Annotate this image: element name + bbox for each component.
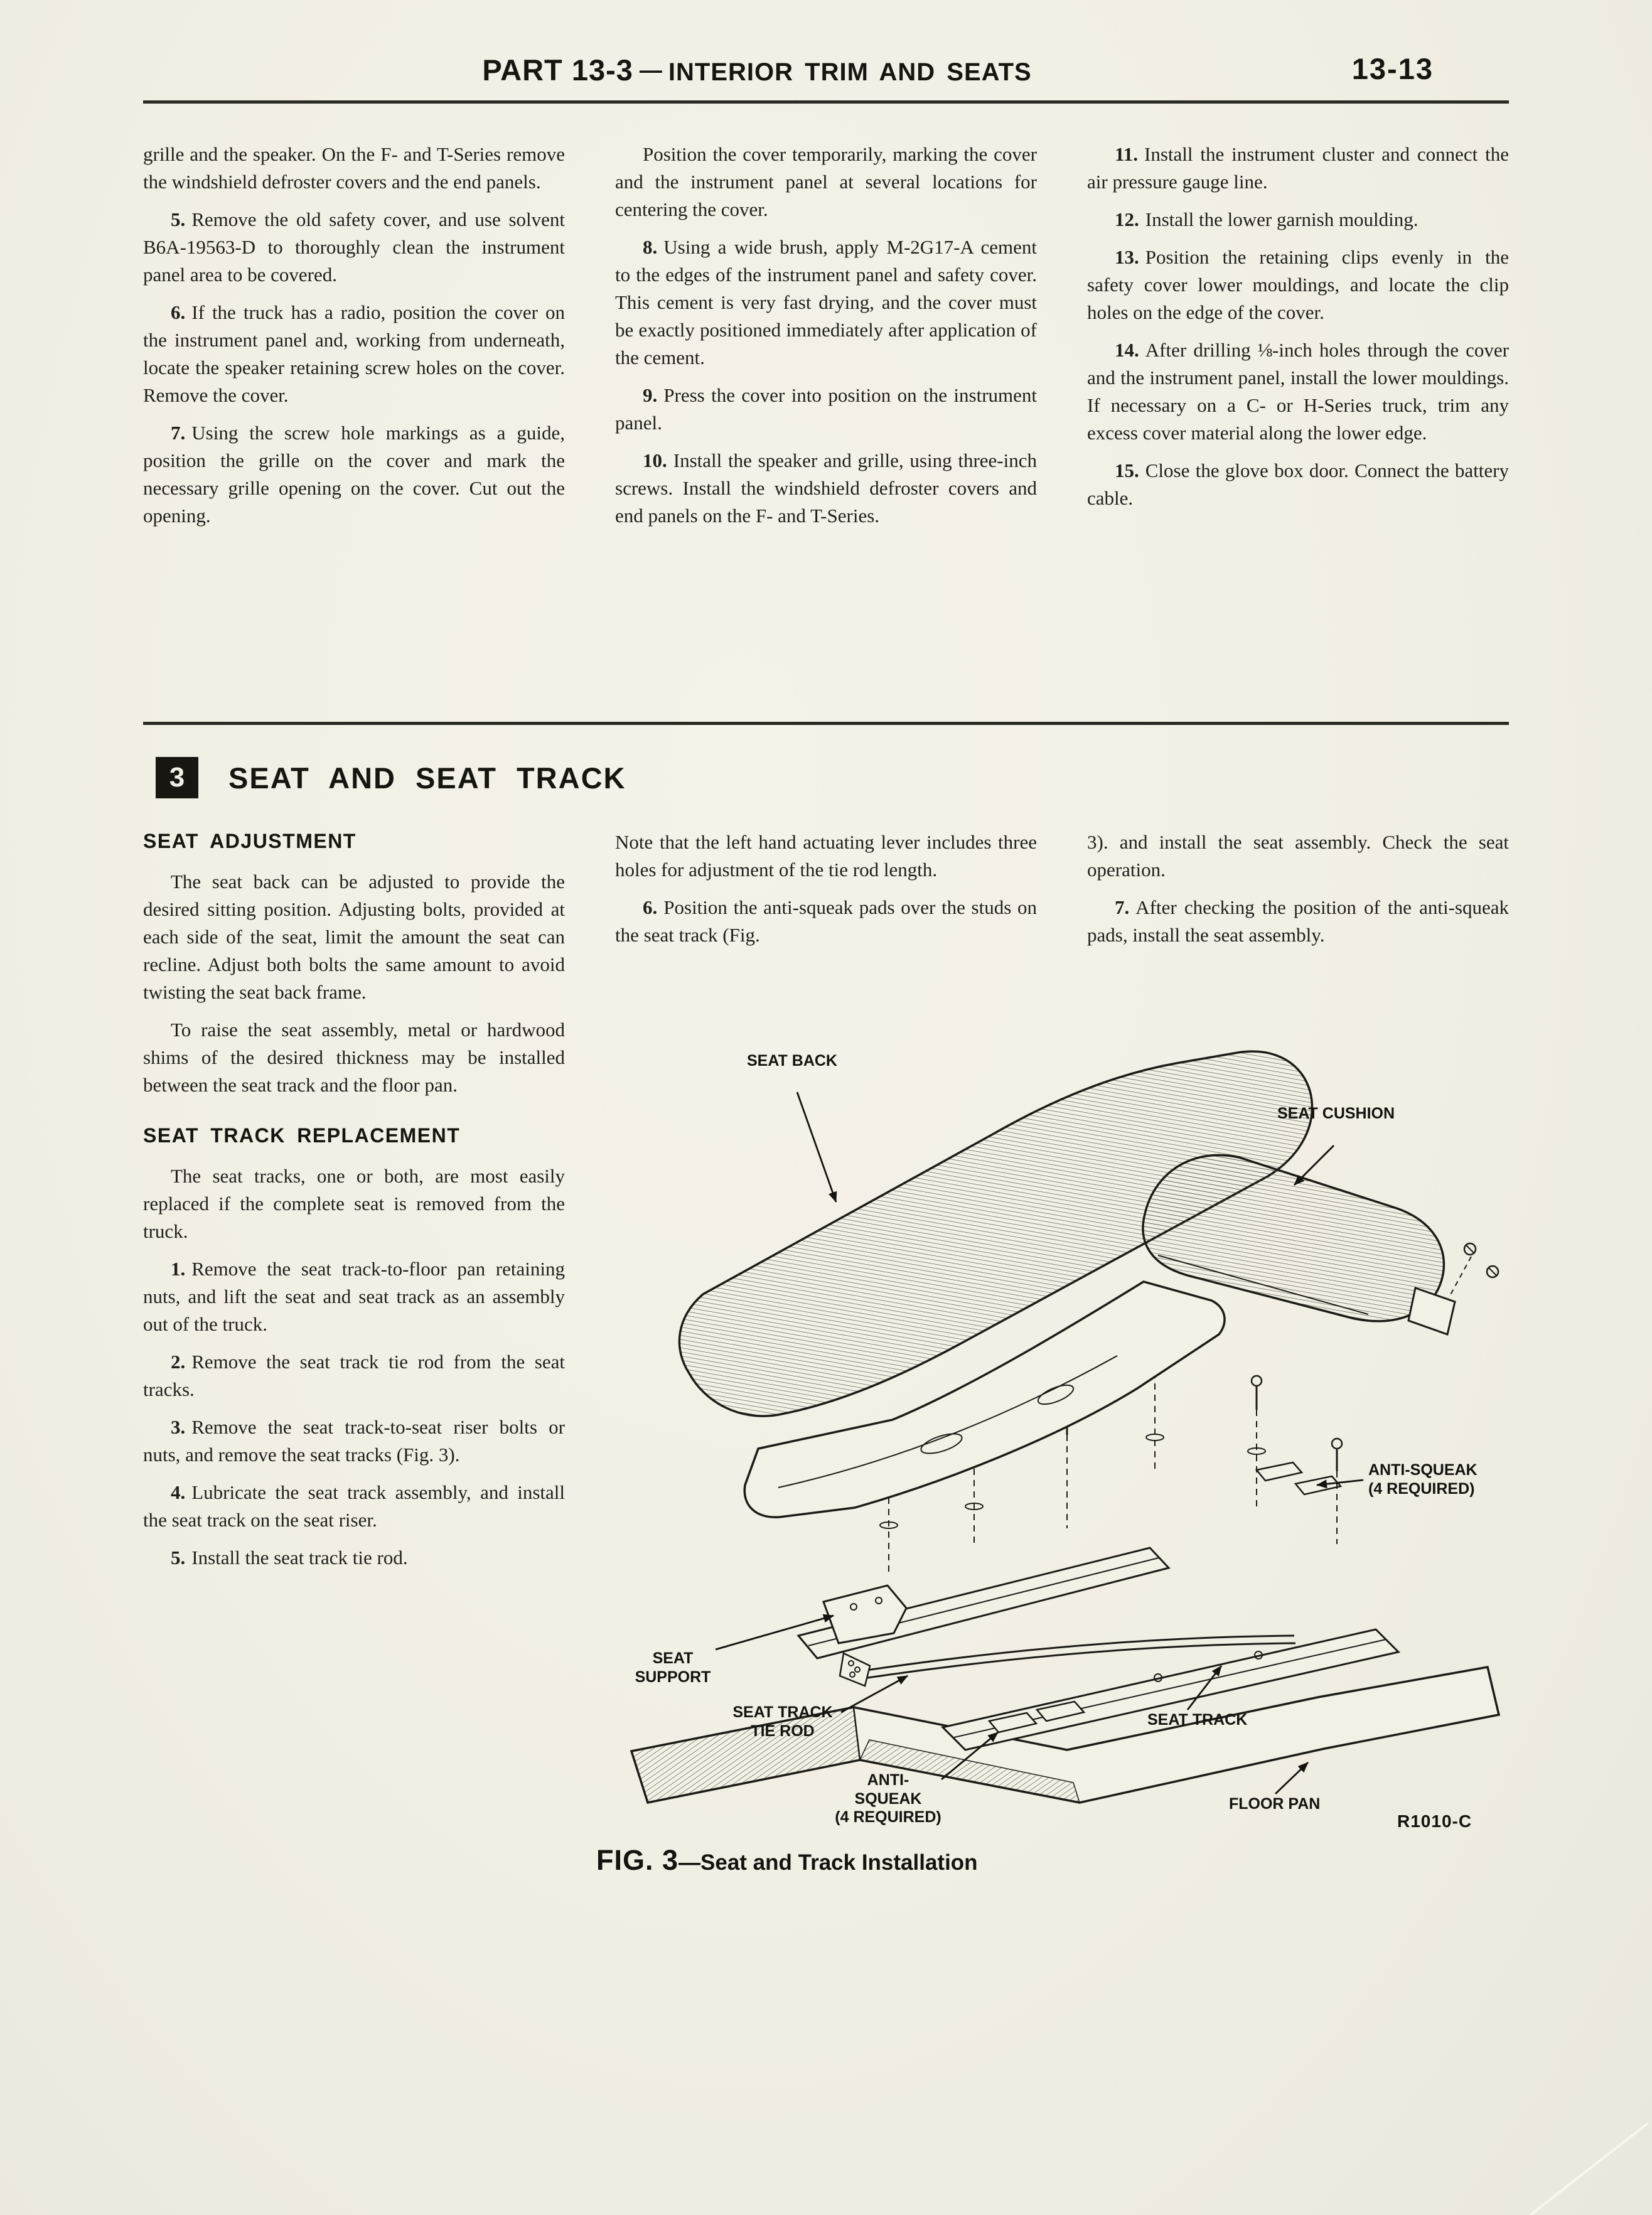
top-column-3: 11.Install the instrument cluster and co… xyxy=(1087,141,1509,522)
paragraph: 11.Install the instrument cluster and co… xyxy=(1087,143,1509,193)
figure-caption-number: FIG. 3 xyxy=(596,1844,679,1876)
paragraph: The seat tracks, one or both, are most e… xyxy=(143,1165,565,1242)
paragraph: 7.After checking the position of the ant… xyxy=(1087,896,1509,946)
section-divider-rule xyxy=(143,722,1509,725)
hinge-bracket-shape xyxy=(1407,1242,1499,1336)
figure-label-floor-pan: FLOOR PAN xyxy=(1229,1795,1321,1813)
part-number: PART 13-3 xyxy=(482,53,633,87)
section-heading: 3 SEAT AND SEAT TRACK xyxy=(156,757,626,798)
seat-back-shape xyxy=(678,1050,1314,1417)
seat-pan-shape xyxy=(743,1280,1226,1518)
section-number-badge: 3 xyxy=(156,757,198,798)
figure-label-seat-support: SEAT SUPPORT xyxy=(635,1649,711,1686)
seat-cushion-shape xyxy=(1142,1154,1446,1322)
paragraph: 9.Press the cover into position on the i… xyxy=(615,384,1037,434)
section-column-3: 3). and install the seat assembly. Check… xyxy=(1087,829,1509,959)
paragraph: 14.After drilling ⅛-inch holes through t… xyxy=(1087,339,1509,444)
paragraph: 13.Position the retaining clips evenly i… xyxy=(1087,246,1509,323)
paragraph: 3). and install the seat assembly. Check… xyxy=(1087,831,1509,881)
section-title: SEAT AND SEAT TRACK xyxy=(228,761,626,795)
figure-caption-title: —Seat and Track Installation xyxy=(678,1850,978,1875)
top-column-2: Position the cover temporarily, marking … xyxy=(615,141,1037,540)
page-edge-artifact xyxy=(1479,2121,1649,2215)
title-separator: — xyxy=(639,57,662,83)
leader-arrows xyxy=(715,1091,1364,1795)
figure-label-anti-squeak-bottom: ANTI-SQUEAK (4 REQUIRED) xyxy=(835,1771,941,1826)
figure-3: SEAT BACK SEAT CUSHION ANTI-SQUEAK (4 RE… xyxy=(590,1004,1526,1840)
paragraph: 6.If the truck has a radio, position the… xyxy=(143,301,565,406)
paragraph: Note that the left hand actuating lever … xyxy=(615,831,1037,881)
figure-reference-code: R1010-C xyxy=(1397,1811,1472,1831)
paragraph: To raise the seat assembly, metal or har… xyxy=(143,1019,565,1096)
section-column-1: SEAT ADJUSTMENT The seat back can be adj… xyxy=(143,830,565,1582)
paragraph: Position the cover temporarily, marking … xyxy=(615,143,1037,220)
seat-track-assembly-shape xyxy=(796,1547,1400,1751)
paragraph: 5.Install the seat track tie rod. xyxy=(171,1547,408,1569)
paragraph: 4.Lubricate the seat track assembly, and… xyxy=(143,1481,565,1531)
header-rule xyxy=(143,100,1509,104)
paragraph: 1.Remove the seat track-to-floor pan ret… xyxy=(143,1258,565,1335)
paragraph: grille and the speaker. On the F- and T-… xyxy=(143,143,565,193)
paragraph: 2.Remove the seat track tie rod from the… xyxy=(143,1351,565,1400)
paragraph: The seat back can be adjusted to provide… xyxy=(143,871,565,1003)
top-column-1: grille and the speaker. On the F- and T-… xyxy=(143,141,565,540)
paragraph: 5.Remove the old safety cover, and use s… xyxy=(143,208,565,286)
paragraph: 7.Using the screw hole markings as a gui… xyxy=(143,422,565,527)
paragraph: 6.Position the anti-squeak pads over the… xyxy=(615,896,1037,946)
figure-label-anti-squeak-right: ANTI-SQUEAK (4 REQUIRED) xyxy=(1368,1461,1478,1498)
floor-pan-shape xyxy=(630,1665,1501,1805)
figure-caption: FIG. 3—Seat and Track Installation xyxy=(596,1844,978,1877)
seat-track-illustration xyxy=(630,1050,1501,1805)
page-number: 13-13 xyxy=(1351,52,1434,85)
paragraph: 10.Install the speaker and grille, using… xyxy=(615,449,1037,527)
page-title: PART 13-3—INTERIOR TRIM AND SEATS xyxy=(143,53,1371,87)
page-header: PART 13-3—INTERIOR TRIM AND SEATS 13-13 xyxy=(143,52,1509,90)
figure-label-seat-cushion: SEAT CUSHION xyxy=(1277,1105,1395,1122)
chapter-title: INTERIOR TRIM AND SEATS xyxy=(668,58,1032,86)
subsection-heading-seat-adjustment: SEAT ADJUSTMENT xyxy=(143,830,357,852)
subsection-heading-seat-track-replacement: SEAT TRACK REPLACEMENT xyxy=(143,1124,461,1147)
section-column-2: Note that the left hand actuating lever … xyxy=(615,829,1037,959)
paragraph: 12.Install the lower garnish moulding. xyxy=(1115,208,1419,230)
paragraph: 15.Close the glove box door. Connect the… xyxy=(1087,459,1509,509)
figure-label-seat-back: SEAT BACK xyxy=(747,1052,837,1070)
paragraph: 8.Using a wide brush, apply M-2G17-A cem… xyxy=(615,236,1037,368)
paragraph: 3.Remove the seat track-to-seat riser bo… xyxy=(143,1416,565,1466)
figure-label-seat-track: SEAT TRACK xyxy=(1147,1711,1248,1729)
figure-label-seat-track-tie-rod: SEAT TRACK TIE ROD xyxy=(732,1703,833,1740)
